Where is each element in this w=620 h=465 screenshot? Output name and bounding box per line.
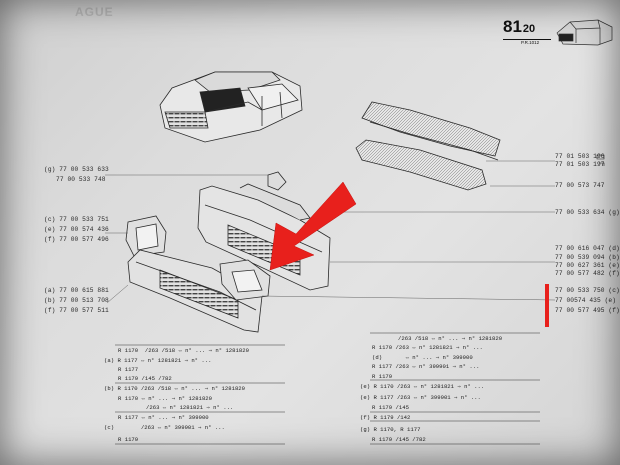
page-number-block: 8120 (503, 17, 551, 40)
label-right-11: 77 00 577 495 (f) (555, 307, 620, 314)
table-row: R 1170 /263 ⇔ n° 1281821 ⇒ n° ... (372, 344, 483, 351)
small-bracket (267, 171, 287, 191)
page-suffix: 20 (522, 23, 536, 35)
table-row: (e) R 1177 /263 ⇔ n° 399901 ⇒ n° ... (360, 394, 481, 401)
red-pointer-arrow (269, 181, 357, 271)
label-right-2: 77 01 503 197 (555, 161, 605, 168)
label-right-5: 77 00 616 047 (d) (555, 245, 620, 252)
table-rules (115, 332, 540, 445)
table-row: (e) R 1170 /263 ⇔ n° 1281821 ⇒ n° ... (360, 383, 485, 390)
label-left-4: (e) 77 00 574 436 (44, 226, 109, 233)
crossmember-panel (355, 139, 487, 191)
table-row: R 1179 /145 /782 (118, 375, 172, 382)
label-left-3: (c) 77 00 533 751 (44, 216, 109, 223)
table-row: (a) R 1177 ⇔ n° 1281821 ⇒ n° ... (104, 357, 212, 364)
label-left-7: (b) 77 00 513 708 (44, 297, 109, 304)
label-right-8: 77 00 577 482 (f) (555, 270, 620, 277)
left-headlamp-surround (125, 215, 167, 257)
table-row: /263 ⇔ n° 1281821 ⇒ n° ... (146, 404, 234, 411)
label-left-5: (f) 77 00 577 496 (44, 236, 109, 243)
label-left-6: (a) 77 00 615 881 (44, 287, 109, 294)
lower-grille (127, 249, 263, 333)
label-right-7: 77 00 627 361 (e) (555, 262, 620, 269)
table-row: R 1179 (118, 436, 139, 443)
page-number: 81 (503, 17, 522, 36)
label-right-6: 77 00 539 094 (b) (555, 254, 620, 261)
table-row: (b) R 1170 /263 /518 ⇔ n° ... ⇒ n° 12818… (104, 385, 246, 392)
label-right-10: 77 00574 435 (e) (555, 297, 617, 304)
table-row: R 1177 (118, 366, 139, 373)
table-row: /263 /518 ⇔ n° ... ⇒ n° 1281820 (398, 335, 503, 342)
page-ref: P.R.1012 (521, 40, 540, 45)
red-marker-bar (545, 284, 549, 327)
label-left-2: 77 00 533 748 (56, 176, 106, 183)
label-right-9: 77 00 533 750 (c) (555, 287, 620, 294)
label-left-8: (f) 77 00 577 511 (44, 307, 109, 314)
table-row: R 1177 /263 ⇔ n° 399901 ⇒ n° ... (372, 363, 480, 370)
table-row: R 1170 ⇔ n° ... ⇒ n° 1281820 (118, 395, 213, 402)
scuttle-panel (361, 101, 501, 161)
page-underline (503, 39, 551, 40)
label-left-1: (g) 77 00 533 633 (44, 166, 109, 173)
label-right-4: 77 00 533 634 (g) (555, 209, 620, 216)
table-row: (c) /263 ⇔ n° 399901 ⇒ n° ... (104, 424, 225, 431)
label-right-1: 77 01 503 196 (555, 153, 605, 160)
table-row: R 1179 /145 (372, 404, 409, 411)
label-right-3: 77 00 573 747 (555, 182, 605, 189)
table-row: (f) R 1179 /142 (360, 414, 411, 421)
table-row: (d) ⇔ n° ... ⇒ n° 399900 (372, 354, 473, 361)
table-row: R 1179 (372, 373, 393, 380)
leader-lines (105, 160, 556, 304)
car-body-shell (159, 71, 303, 143)
faded-header-text: AGUE (75, 5, 114, 19)
table-row: R 1177 ⇔ n° ... ⇒ n° 399900 (118, 414, 209, 421)
table-row: R 1170 /263 /518 ⇔ n° ... ⇒ n° 1281820 (118, 347, 249, 354)
table-row: R 1179 /145 /782 (372, 436, 426, 443)
part-side-icons (596, 154, 605, 166)
table-row: (g) R 1170, R 1177 (360, 426, 421, 433)
